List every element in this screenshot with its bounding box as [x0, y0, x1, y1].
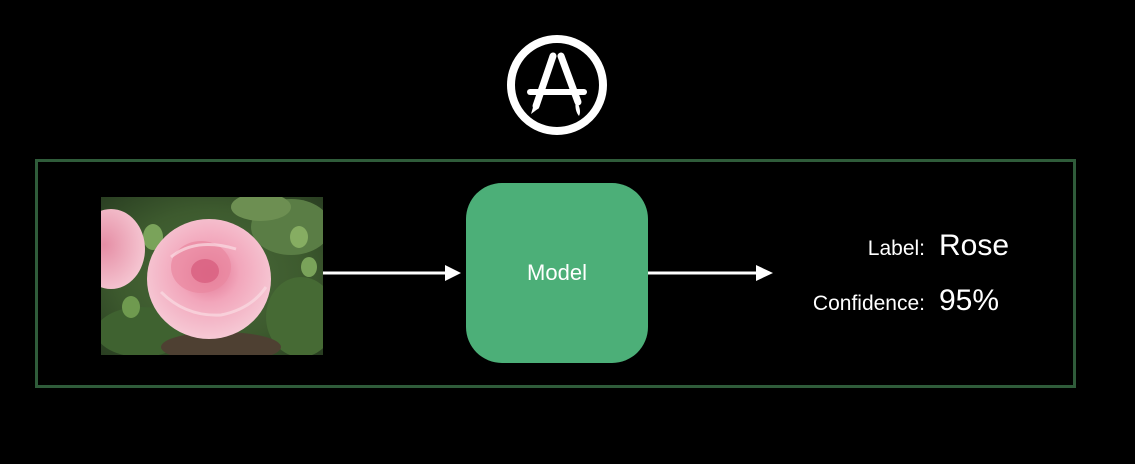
diagram-frame — [35, 159, 1076, 388]
rose-photo — [101, 197, 323, 355]
arrow-to-model — [323, 265, 461, 281]
output-label-row: Label: Rose — [745, 229, 1009, 263]
output-confidence-row: Confidence: 95% — [745, 284, 999, 318]
output-label-key: Label: — [867, 237, 925, 260]
model-box: Model — [466, 183, 648, 363]
model-label: Model — [527, 260, 587, 285]
output-confidence-value: 95% — [939, 284, 1000, 317]
arrow-to-output — [648, 265, 773, 281]
output-confidence-key: Confidence: — [812, 292, 925, 315]
app-store-icon — [507, 35, 607, 135]
output-label-value: Rose — [939, 229, 1010, 262]
